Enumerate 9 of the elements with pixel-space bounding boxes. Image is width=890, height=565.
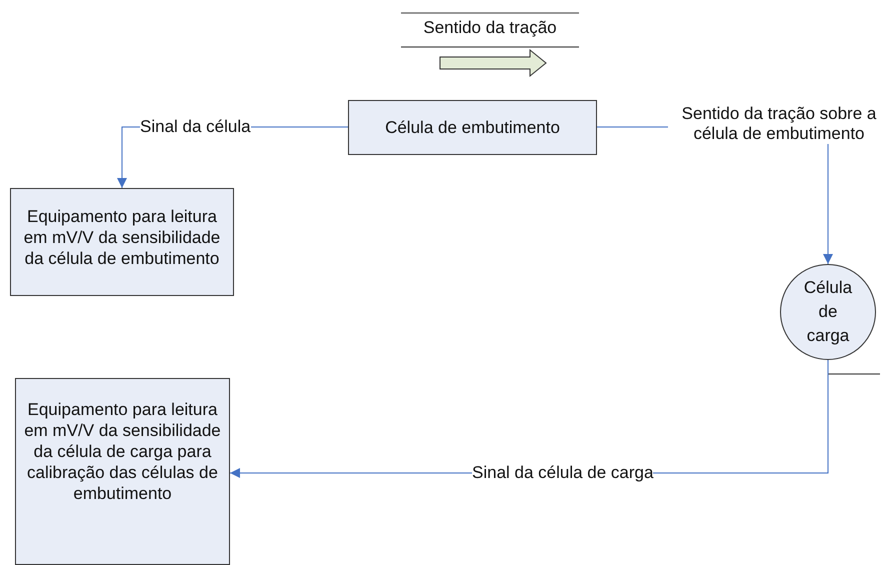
node-text: Célula de embutimento (385, 117, 560, 138)
node-text: Equipamento para leitura em mV/V da sensibilidade da célula de embutimento (22, 206, 222, 268)
node-text: Célula de carga (802, 277, 854, 347)
process-box (10, 188, 234, 296)
direction-label: Sentido da tração (422, 18, 558, 38)
process-box (348, 100, 597, 155)
node-text: Equipamento para leitura em mV/V da sensibilidade da célula de carga para calibração das células de embutimento (23, 399, 222, 504)
edge-label: Sinal da célula de carga (472, 463, 654, 483)
process-box (15, 378, 230, 565)
